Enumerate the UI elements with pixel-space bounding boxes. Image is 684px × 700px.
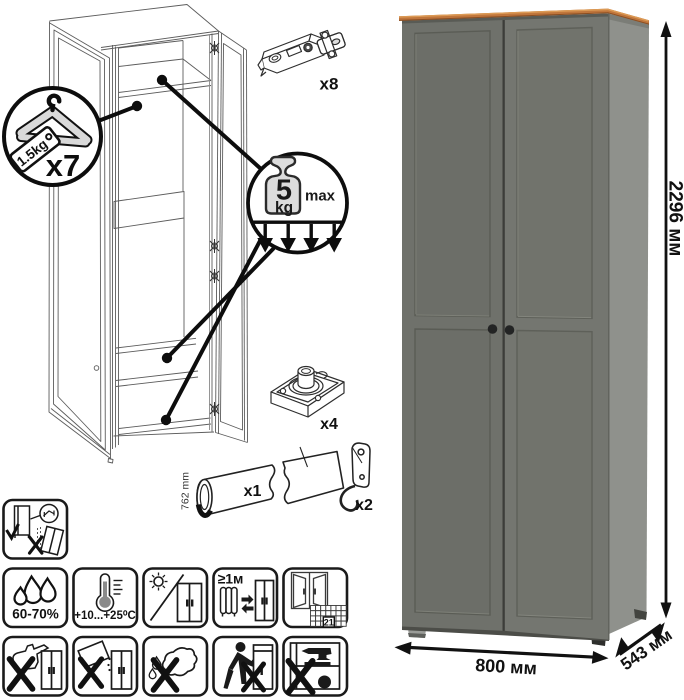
- svg-text:800 мм: 800 мм: [475, 655, 538, 678]
- svg-text:x7: x7: [46, 148, 80, 183]
- svg-text:x4: x4: [320, 416, 338, 433]
- svg-text:max: max: [305, 188, 336, 205]
- svg-text:762 mm: 762 mm: [180, 472, 192, 510]
- svg-text:21: 21: [324, 618, 334, 628]
- svg-text:x2: x2: [355, 497, 373, 514]
- svg-text:60-70%: 60-70%: [12, 607, 59, 622]
- svg-text:+10...+25⁰C: +10...+25⁰C: [74, 609, 136, 622]
- svg-text:x8: x8: [320, 75, 339, 94]
- svg-text:x1: x1: [244, 483, 262, 500]
- svg-text:kg: kg: [275, 200, 293, 217]
- svg-text:≥1м: ≥1м: [218, 571, 244, 587]
- svg-text:5: 5: [276, 175, 292, 207]
- svg-text:2296 мм: 2296 мм: [664, 181, 684, 257]
